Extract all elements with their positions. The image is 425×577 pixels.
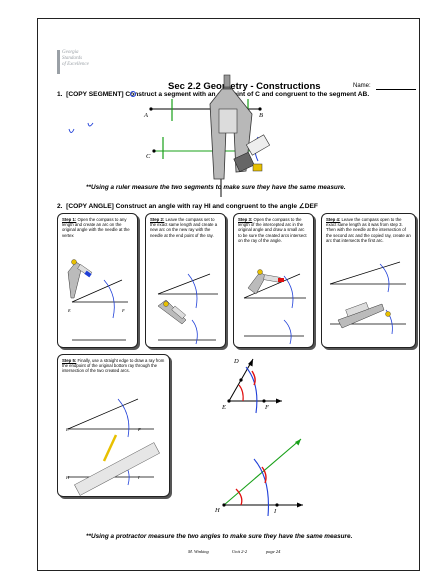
angle-def-figure — [222, 358, 303, 517]
step-3-card: Step 3: Open the compass to the length o… — [233, 213, 314, 348]
compass-icon — [209, 74, 271, 197]
logo: Georgia Standards of Excellence — [57, 50, 97, 76]
label-d: D — [234, 358, 239, 365]
label-h: H — [215, 507, 220, 514]
problem-1-heading: 1. [COPY SEGMENT] Construct a segment wi… — [57, 91, 370, 98]
step5-label-i: I — [138, 475, 140, 480]
ruler-icon — [74, 442, 160, 496]
label-a: A — [144, 112, 148, 119]
step1-label-e: E — [68, 308, 71, 313]
problem-2-note: **Using a protractor measure the two ang… — [86, 533, 353, 540]
compass-icon — [247, 269, 284, 295]
label-c: C — [146, 153, 151, 160]
step1-label-f: F — [122, 308, 125, 313]
step-2-card: Step 2: Leave the compass set to the exa… — [145, 213, 226, 348]
label-f: F — [265, 404, 269, 411]
compass-icon — [67, 259, 93, 299]
problem-2-heading: 2. [COPY ANGLE] Construct an angle with … — [57, 203, 318, 210]
step5-label-f: F — [138, 427, 141, 432]
footer-page: page 24 — [266, 549, 281, 554]
problem-1-note: **Using a ruler measure the two segments… — [86, 184, 346, 191]
step-1-card: Step 1: Open the compass to any length a… — [57, 213, 138, 348]
name-label: Name: — [353, 83, 371, 89]
name-line[interactable] — [376, 89, 416, 90]
label-e: E — [222, 404, 226, 411]
step-4-card: Step 4: Leave the compass open to the ex… — [321, 213, 416, 348]
label-i: I — [274, 508, 277, 515]
label-b: B — [259, 112, 263, 119]
worksheet-page: Georgia Standards of Excellence Sec 2.2 … — [37, 18, 420, 571]
step-5-card: Step 5: Finally, use a straight edge to … — [57, 354, 170, 497]
step5-label-h: H — [66, 475, 70, 480]
page-title: Sec 2.2 Geometry - Constructions — [168, 81, 321, 92]
footer-unit: Unit 2-2 — [232, 549, 248, 554]
footer-author: M. Winking — [188, 549, 209, 554]
step5-label-e: E — [66, 427, 69, 432]
compass-icon — [337, 302, 391, 329]
problem-1-figure — [68, 74, 271, 197]
compass-icon — [157, 299, 187, 325]
